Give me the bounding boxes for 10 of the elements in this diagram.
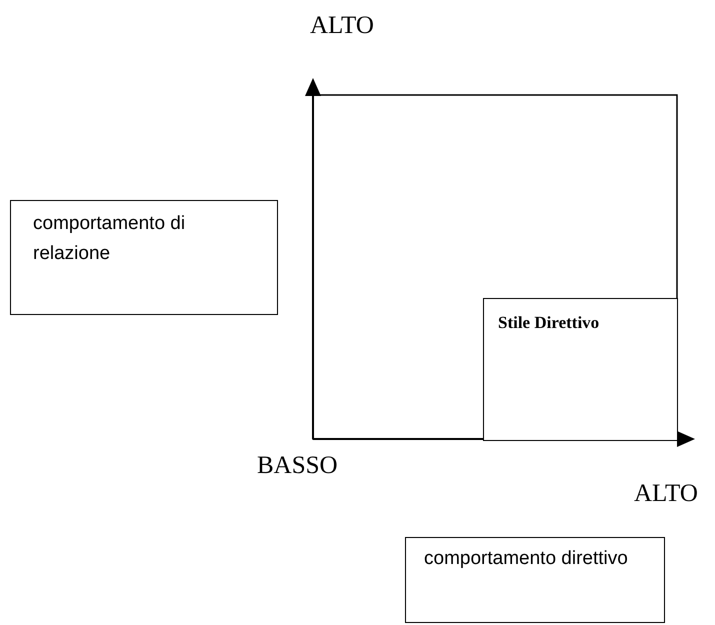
quadrant-chart-drawing xyxy=(303,78,695,450)
box-text: comportamento di relazione xyxy=(33,212,186,266)
axis-label: ALTO xyxy=(310,12,374,40)
box-text: Stile Direttivo xyxy=(498,312,600,334)
box-text: comportamento direttivo xyxy=(424,547,629,571)
text-box xyxy=(405,537,665,623)
quadrant-box xyxy=(483,298,678,441)
axis-label: BASSO xyxy=(257,452,338,480)
text-box xyxy=(10,200,278,315)
axis-label: ALTO xyxy=(634,480,698,508)
